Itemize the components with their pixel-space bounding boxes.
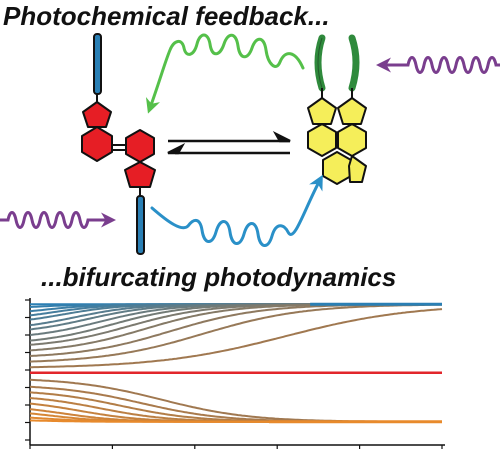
green-feedback-light-arrow (145, 33, 305, 114)
yellow-ring-pentagon-left (307, 97, 337, 125)
red-photoswitch-molecule (81, 33, 156, 255)
purple-irradiation-left-arrow (0, 211, 116, 229)
yellow-photoswitch-molecule (307, 34, 367, 185)
red-ring-pentagon-upper (82, 101, 112, 128)
equilibrium-arrows-icon (167, 131, 291, 155)
red-molecule-bottom-arm (136, 195, 145, 255)
yellow-ring-pentagon-right (337, 97, 367, 125)
upper-branch-trajectories (29, 303, 443, 369)
top-heading: Photochemical feedback... (3, 1, 330, 31)
lower-branch-trajectories (29, 378, 442, 423)
red-ring-hexagon-lower (125, 129, 155, 163)
bottom-heading: ...bifurcating photodynamics (41, 262, 396, 292)
chart-x-ticks (29, 445, 443, 449)
yellow-molecule-arm-left (314, 34, 326, 92)
photodynamics-chart (25, 298, 445, 449)
upper-trajectory-line (29, 303, 442, 363)
red-ring-pentagon-lower (124, 161, 156, 188)
yellow-ring-hexagon-left (307, 123, 337, 157)
blue-feedback-light-arrow (150, 174, 323, 247)
red-ring-hexagon-upper (81, 126, 113, 162)
yellow-ring-pentagon-bottom (348, 155, 367, 183)
yellow-ring-hexagon-bottom (322, 151, 352, 185)
chart-y-ticks (25, 299, 30, 441)
upper-trajectory-line (30, 308, 443, 369)
yellow-molecule-arm-right (348, 34, 360, 92)
red-molecule-top-arm (93, 33, 102, 95)
yellow-ring-hexagon-right (337, 123, 367, 157)
upper-trajectory-line (29, 303, 442, 352)
purple-irradiation-right-arrow (376, 56, 500, 74)
